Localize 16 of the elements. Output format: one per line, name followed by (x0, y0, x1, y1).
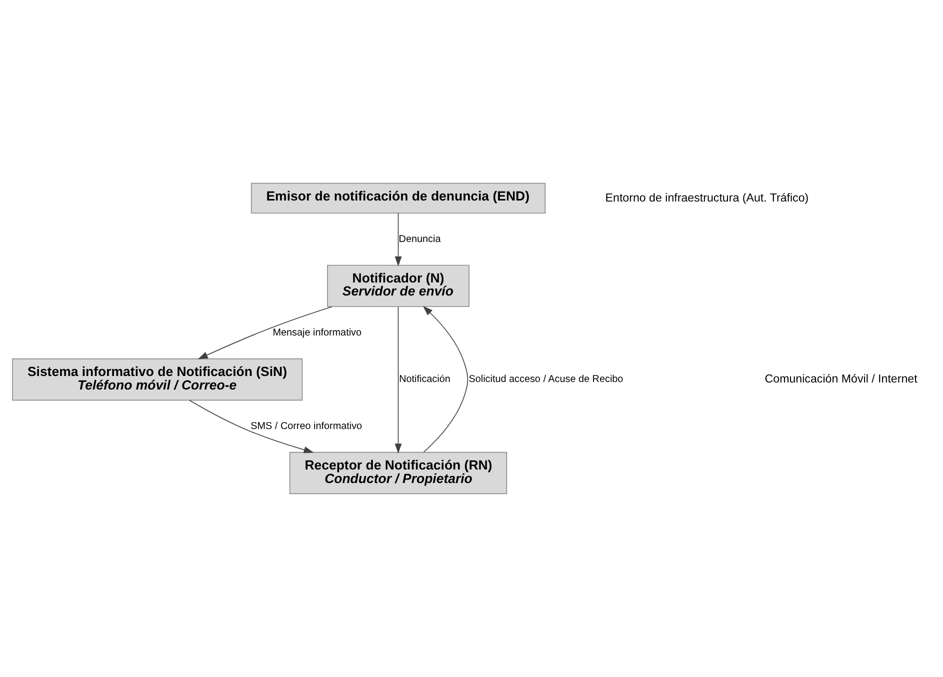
label: Comunicación Móvil / Internet (764, 374, 918, 386)
edge-label: Mensaje informativo (272, 327, 362, 338)
node-box: Notificador (N) Servidor de envío (327, 264, 470, 308)
edge-label: SMS / Correo informativo (250, 420, 362, 432)
arrow (422, 306, 468, 453)
arrow (394, 212, 402, 266)
arrow (394, 306, 402, 454)
arrow (198, 306, 332, 360)
arrow (188, 400, 314, 454)
node-box: Sistema informativo de Notificación (SiN) Teléfono móvil / Correo-e (12, 358, 303, 401)
node-box: Receptor de Notificación (RN) Conductor / Propietario (289, 452, 508, 494)
edge-label: Notificación (399, 374, 450, 386)
edge-label: Solicitud acceso / Acuse de Recibo (468, 374, 624, 386)
edge-label: Denuncia (398, 234, 441, 245)
label: Entorno de infraestructura (Aut. Tráfico) (605, 192, 809, 204)
node-box: Emisor de notificación de denuncia (END) (250, 182, 546, 214)
